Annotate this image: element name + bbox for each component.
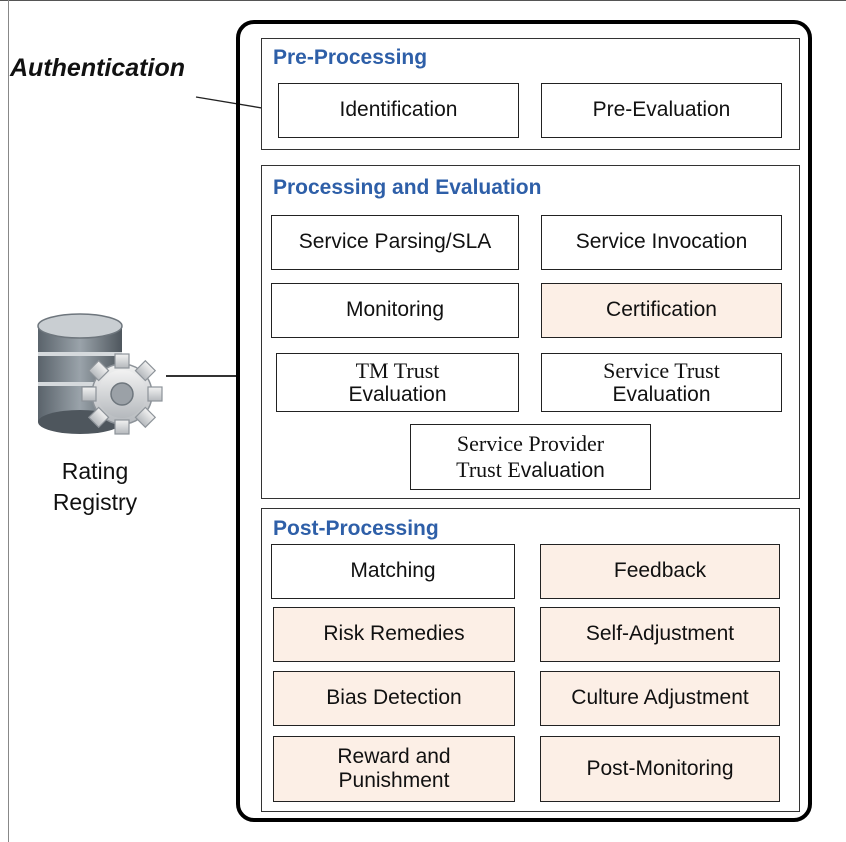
culture-adjustment-box: Culture Adjustment: [540, 671, 780, 726]
pre-evaluation-label: Pre-Evaluation: [592, 98, 731, 122]
feedback-label: Feedback: [613, 559, 707, 583]
service-invocation-label: Service Invocation: [575, 230, 748, 254]
identification-box: Identification: [278, 83, 519, 138]
database-gear-icon: [37, 313, 163, 435]
tm-trust-line2: Evaluation: [348, 383, 447, 407]
service-trust-evaluation-box: Service Trust Evaluation: [541, 353, 782, 412]
authentication-label: Authentication: [10, 54, 185, 82]
rating-registry-line1: Rating: [61, 458, 129, 484]
reward-line1: Reward and: [337, 744, 451, 768]
monitoring-box: Monitoring: [271, 283, 519, 338]
reward-line2: Punishment: [338, 769, 450, 792]
provider-trust-line2-a: Trust E: [456, 456, 521, 482]
reward-punishment-box: Reward and Punishment: [273, 736, 515, 802]
culture-adjustment-label: Culture Adjustment: [571, 686, 749, 710]
self-adjustment-label: Self-Adjustment: [585, 622, 735, 646]
registry-connector-line: [166, 375, 236, 377]
self-adjustment-box: Self-Adjustment: [540, 607, 780, 662]
pre-processing-title: Pre-Processing: [273, 46, 428, 69]
service-trust-line2: Evaluation: [612, 383, 711, 407]
service-provider-trust-evaluation-box: Service Provider Trust Evaluation: [410, 424, 651, 490]
service-trust-evaluation-text: Service Trust Evaluation: [603, 358, 720, 407]
processing-evaluation-title: Processing and Evaluation: [273, 176, 542, 199]
risk-remedies-label: Risk Remedies: [323, 622, 465, 646]
matching-box: Matching: [271, 544, 515, 599]
matching-label: Matching: [350, 559, 436, 583]
service-trust-line1: Service Trust: [603, 357, 720, 383]
monitoring-label: Monitoring: [345, 298, 445, 322]
provider-trust-line1: Service Provider: [456, 431, 605, 457]
tm-trust-evaluation-text: TM Trust Evaluation: [348, 358, 446, 407]
rating-registry-line2: Registry: [52, 489, 138, 516]
risk-remedies-box: Risk Remedies: [273, 607, 515, 662]
certification-label: Certification: [606, 298, 717, 322]
service-parsing-box: Service Parsing/SLA: [271, 215, 519, 270]
feedback-box: Feedback: [540, 544, 780, 599]
tm-trust-line1: TM Trust: [355, 357, 440, 383]
provider-trust-line2: Trust Evaluation: [456, 457, 605, 483]
post-monitoring-box: Post-Monitoring: [540, 736, 780, 802]
identification-label: Identification: [339, 98, 458, 122]
provider-trust-line2-b: valuation: [520, 458, 605, 482]
page-border-left: [8, 0, 9, 842]
post-processing-title: Post-Processing: [273, 517, 439, 540]
bias-detection-box: Bias Detection: [273, 671, 515, 726]
reward-punishment-text: Reward and Punishment: [337, 745, 450, 793]
pre-evaluation-box: Pre-Evaluation: [541, 83, 782, 138]
rating-registry-label: Rating Registry: [40, 456, 150, 518]
post-monitoring-label: Post-Monitoring: [586, 756, 734, 780]
trust-framework-frame: [236, 20, 812, 822]
bias-detection-label: Bias Detection: [326, 686, 462, 710]
service-parsing-label: Service Parsing/SLA: [298, 230, 492, 254]
page-border-top: [0, 0, 846, 1]
certification-box: Certification: [541, 283, 782, 338]
tm-trust-evaluation-box: TM Trust Evaluation: [276, 353, 519, 412]
service-provider-trust-evaluation-text: Service Provider Trust Evaluation: [456, 431, 605, 482]
service-invocation-box: Service Invocation: [541, 215, 782, 270]
